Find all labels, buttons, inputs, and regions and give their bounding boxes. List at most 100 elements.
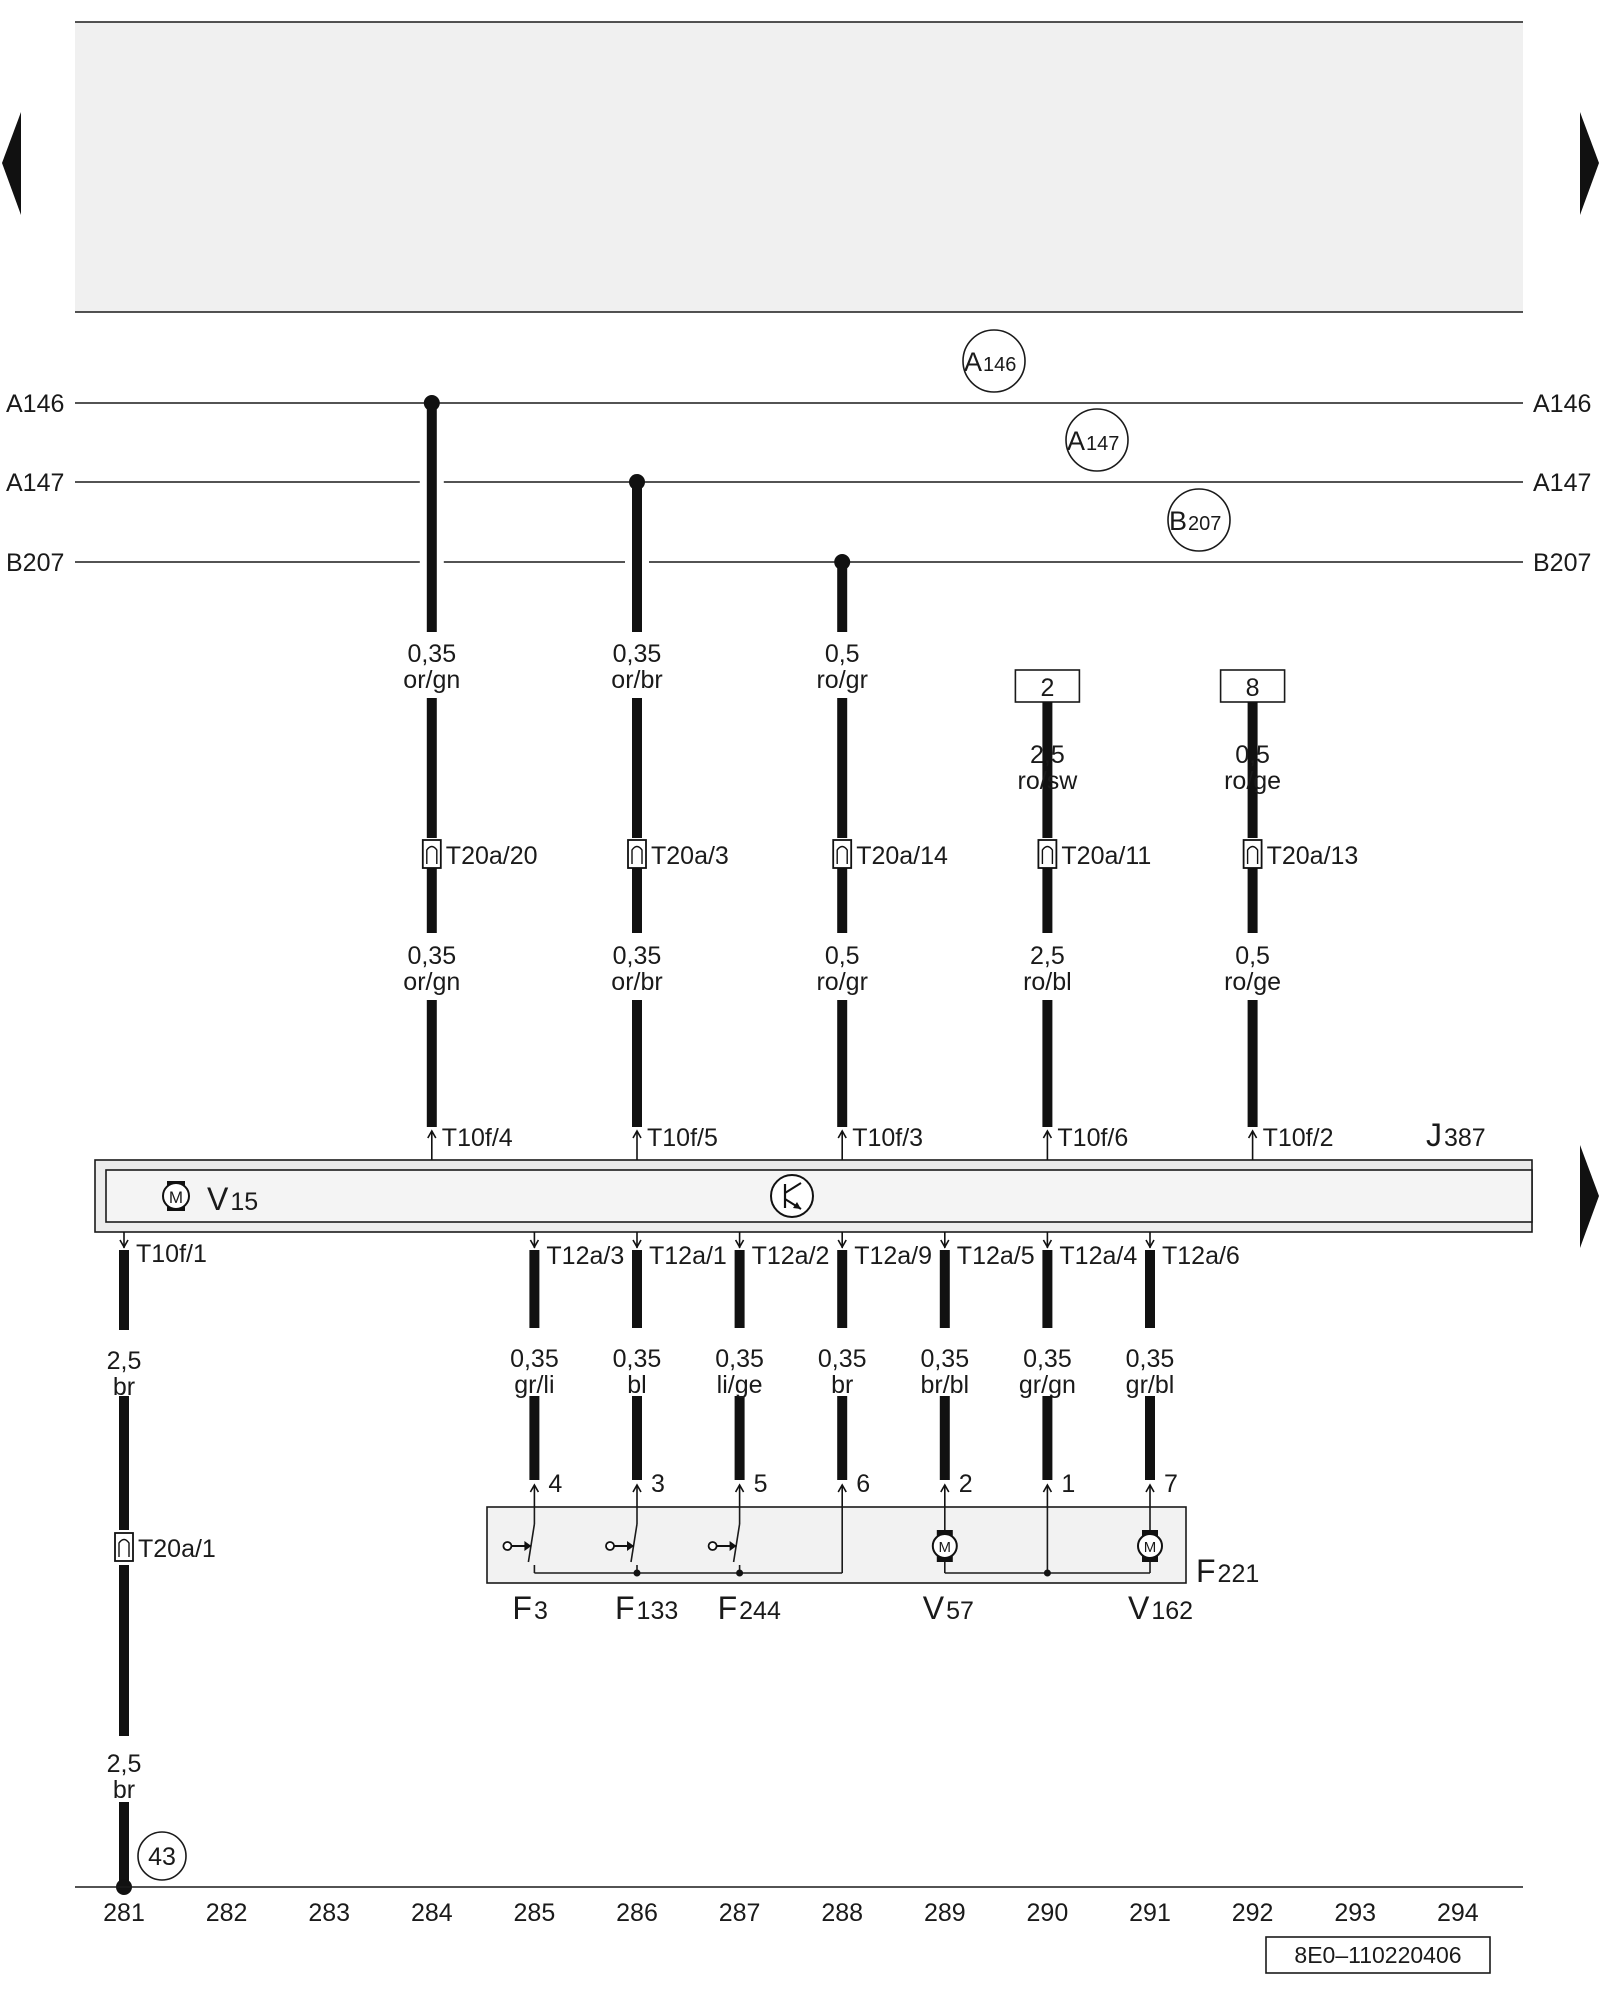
- wire-color: ro/gr: [816, 968, 867, 996]
- lock-unit-box: [486, 1506, 1187, 1584]
- connector-contact: [1246, 845, 1259, 864]
- bus-reference-circle: [962, 329, 1026, 393]
- pin-arrow-icon: [119, 1239, 129, 1249]
- svg-text:M: M: [1144, 1539, 1157, 1556]
- connector-contact: [1041, 845, 1054, 864]
- track-number: 290: [1027, 1899, 1069, 1927]
- lock-unit-f221-label: F221: [1196, 1553, 1259, 1589]
- wire-size: 0,35: [613, 1345, 662, 1373]
- connector-icon: [421, 839, 442, 869]
- bus-reference-label: A146: [964, 347, 1016, 377]
- wire-size: 0,35: [818, 1345, 867, 1373]
- svg-text:M: M: [939, 1539, 952, 1556]
- reference-number: 8: [1246, 674, 1260, 702]
- svg-text:M: M: [169, 1188, 183, 1207]
- wire-color: or/gn: [403, 968, 460, 996]
- terminal-number: 6: [856, 1470, 870, 1498]
- track-number: 294: [1437, 1899, 1479, 1927]
- pin-label: T12a/5: [957, 1242, 1035, 1270]
- wire-color: ro/bl: [1023, 968, 1072, 996]
- bus-reference-circle: [1065, 408, 1129, 472]
- pin-label: T10f/1: [136, 1240, 207, 1268]
- track-number: 292: [1232, 1899, 1274, 1927]
- wire-color: br/bl: [920, 1371, 969, 1399]
- wire-size: 2,5: [1030, 942, 1065, 970]
- pin-label: T10f/4: [442, 1124, 513, 1152]
- connector-icon: [1242, 839, 1263, 869]
- track-number: 293: [1334, 1899, 1376, 1927]
- wire-color: gr/bl: [1126, 1371, 1175, 1399]
- control-unit-j387: M V15 J387: [94, 1117, 1533, 1233]
- pin-label: T10f/5: [647, 1124, 718, 1152]
- wire-size: 0,35: [613, 942, 662, 970]
- wire-size: 0,5: [1235, 741, 1270, 769]
- connector-contact: [836, 845, 848, 864]
- terminal-number: 1: [1061, 1470, 1075, 1498]
- bus-label-right: A147: [1533, 469, 1591, 497]
- connector-contact: [426, 845, 438, 864]
- connector-contact: [631, 845, 643, 864]
- connector-icon: [114, 1532, 134, 1562]
- wire-size: 0,5: [825, 640, 860, 668]
- track-number: 281: [103, 1899, 145, 1927]
- pin-label: T12a/9: [854, 1242, 932, 1270]
- junction-dot: [1043, 1569, 1051, 1577]
- wire-color: or/gn: [403, 666, 460, 694]
- motor-icon: M: [931, 1530, 958, 1562]
- junction-dot: [633, 1569, 641, 1577]
- wire-color: ro/ge: [1224, 767, 1281, 795]
- pin-label: T12a/6: [1162, 1242, 1240, 1270]
- switch-icon: [502, 1507, 536, 1573]
- lower-wires: T12a/30,35gr/li4T12a/10,35bl3T12a/20,35l…: [510, 1232, 1240, 1507]
- bus-label-right: B207: [1533, 549, 1591, 577]
- connector-label: T20a/11: [1061, 842, 1151, 870]
- transistor-icon: [770, 1174, 814, 1218]
- pin-label: T10f/2: [1263, 1124, 1334, 1152]
- terminal-number: 7: [1164, 1470, 1178, 1498]
- pin-arrow-icon: [529, 1239, 540, 1249]
- wire-size: 2,5: [107, 1347, 142, 1375]
- wire-size: 0,35: [1126, 1345, 1175, 1373]
- wire-size: 0,35: [510, 1345, 559, 1373]
- wire-size: 0,35: [407, 942, 456, 970]
- motor-icon: M: [162, 1181, 190, 1211]
- bus-reference-circle: [1167, 488, 1231, 552]
- wire-size: 0,35: [920, 1345, 969, 1373]
- ground-reference-circle: [137, 1831, 187, 1881]
- triangle-right-icon[interactable]: [1580, 1145, 1599, 1248]
- component-label: V162: [1128, 1590, 1193, 1626]
- pin-arrow-icon: [837, 1239, 847, 1249]
- connector-label: T20a/20: [446, 842, 538, 870]
- wire-size: 2,5: [1030, 741, 1065, 769]
- header-panel: [75, 22, 1523, 312]
- pin-arrow-icon: [1042, 1239, 1053, 1249]
- bus-reference-label: A147: [1067, 426, 1119, 456]
- connector-label: T20a/1: [138, 1535, 216, 1563]
- triangle-right-icon[interactable]: [1580, 112, 1599, 215]
- wire-color: li/ge: [717, 1371, 763, 1399]
- wire-size: 0,35: [715, 1345, 764, 1373]
- component-label: F244: [718, 1590, 781, 1626]
- pin-arrow-icon: [1145, 1239, 1155, 1249]
- pin-label: T12a/3: [546, 1242, 624, 1270]
- motor-v15-label: V15: [207, 1181, 258, 1217]
- triangle-left-icon[interactable]: [2, 112, 21, 215]
- connector-label: T20a/14: [856, 842, 948, 870]
- connector-icon: [627, 839, 647, 869]
- switch-icon: [707, 1507, 741, 1573]
- wire-color: or/br: [611, 968, 662, 996]
- connector-contact: [118, 1538, 130, 1557]
